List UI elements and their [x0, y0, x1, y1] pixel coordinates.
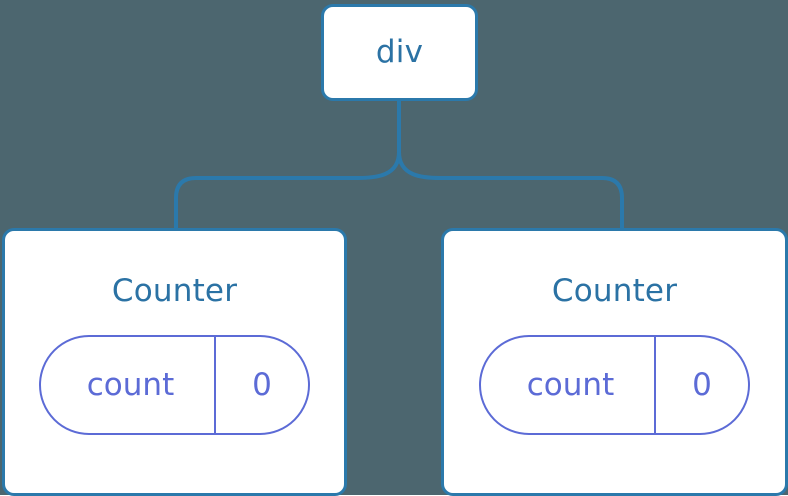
state-key-1: count	[86, 366, 175, 403]
connector-branch-right	[397, 151, 624, 228]
state-value-1: 0	[252, 366, 272, 403]
state-pill-counter-2[interactable]: count 0	[479, 335, 750, 435]
node-div[interactable]: div	[321, 4, 478, 101]
node-counter-2-label: Counter	[551, 273, 678, 309]
node-counter-1[interactable]: Counter count 0	[2, 228, 347, 496]
state-value-cell-2: 0	[654, 337, 748, 433]
state-value-cell-1: 0	[214, 337, 308, 433]
node-counter-2[interactable]: Counter count 0	[441, 228, 788, 496]
node-counter-1-label: Counter	[111, 273, 238, 309]
state-key-cell-2: count	[481, 337, 654, 433]
node-div-label: div	[375, 34, 424, 70]
state-value-2: 0	[692, 366, 712, 403]
state-key-2: count	[526, 366, 615, 403]
state-pill-counter-1[interactable]: count 0	[39, 335, 310, 435]
state-key-cell-1: count	[41, 337, 214, 433]
connector-branch-left	[174, 151, 401, 228]
